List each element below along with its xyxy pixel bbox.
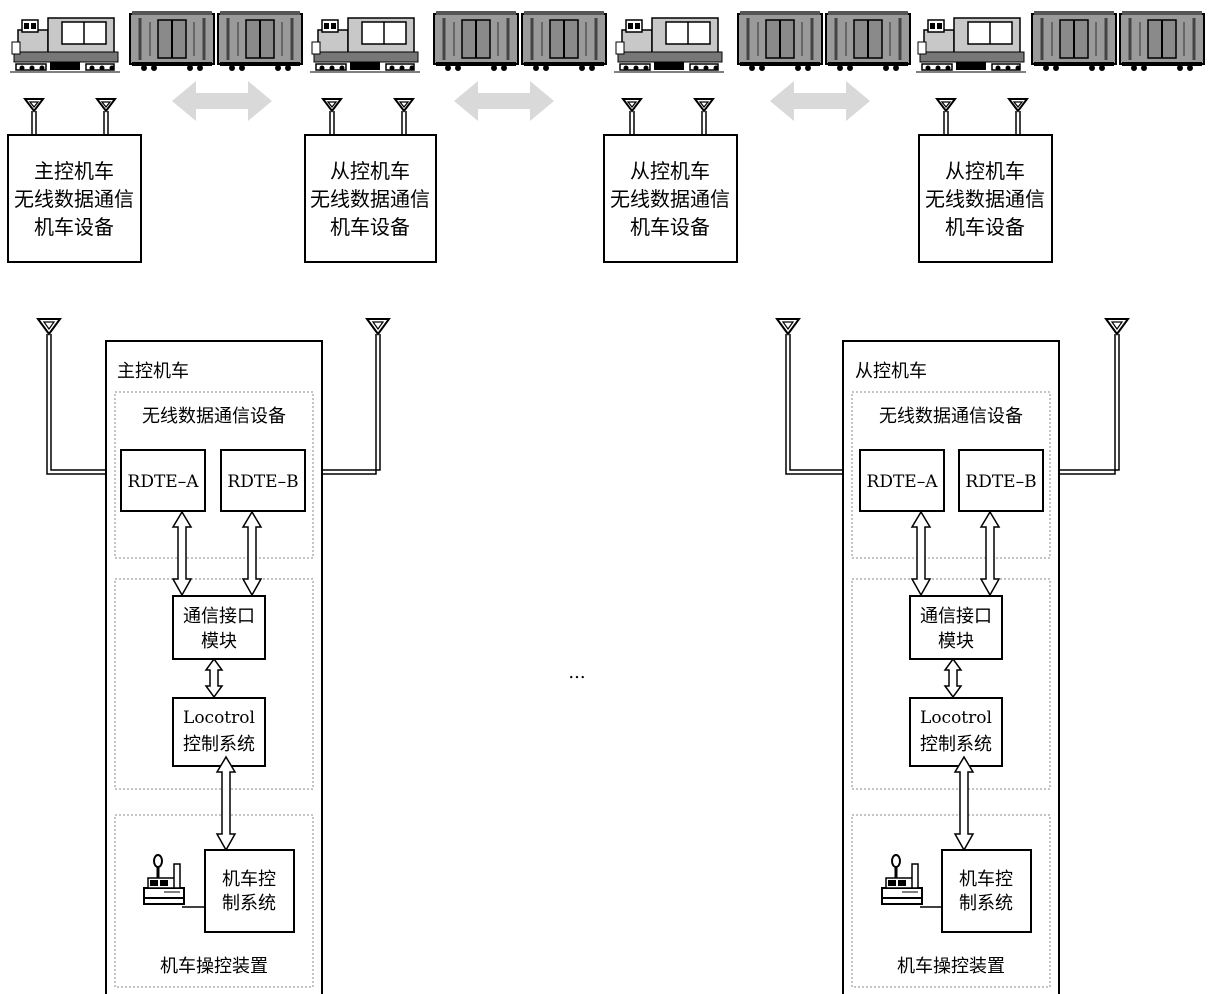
locomotive-icon [915, 17, 1027, 73]
detail-panel-slave: 从控机车 无线数据通信设备 RDTE–A RDTE–B 通信接口 模块 Loco… [776, 318, 1129, 994]
antenna-icon [936, 98, 956, 136]
antenna-icon [776, 318, 800, 335]
comm-module-line: 模块 [938, 631, 974, 652]
rdte-b-label: RDTE–B [965, 472, 1036, 492]
top-unit-3: 从控机车 无线数据通信 机车设备 [603, 98, 738, 263]
ellipsis: ... [568, 662, 585, 683]
unit-line: 从控机车 [630, 159, 710, 183]
wireless-link-arrow-icon [454, 81, 554, 121]
unit-line: 从控机车 [945, 159, 1025, 183]
unit-line: 无线数据通信 [310, 187, 430, 211]
rdte-a-label: RDTE–A [128, 472, 200, 492]
locotrol-line: Locotrol [920, 708, 992, 728]
double-arrow-icon [204, 657, 224, 699]
unit-line: 机车设备 [330, 215, 410, 239]
antenna-icon [1105, 318, 1129, 335]
wireless-link-arrow-icon [172, 81, 272, 121]
unit-line: 无线数据通信 [925, 187, 1045, 211]
freight-wagon-icon [432, 9, 520, 73]
double-arrow-icon [953, 755, 975, 852]
locotrol-line: Locotrol [183, 708, 255, 728]
unit-line: 机车设备 [34, 215, 114, 239]
operation-device-label: 机车操控装置 [897, 956, 1005, 977]
locomotive-icon [309, 17, 421, 73]
unit-line: 机车设备 [945, 215, 1025, 239]
loco-control-line: 机车控 [222, 869, 276, 890]
wireless-group-label: 无线数据通信设备 [879, 406, 1023, 427]
train-section [9, 9, 1206, 73]
comm-module-line: 模块 [201, 631, 237, 652]
antenna-icon [694, 98, 714, 136]
double-arrow-icon [943, 657, 963, 699]
antenna-icon [37, 318, 61, 335]
unit-line: 机车设备 [630, 215, 710, 239]
freight-wagon-icon [1030, 9, 1118, 73]
control-lever-icon [880, 853, 924, 906]
operation-device-label: 机车操控装置 [160, 956, 268, 977]
antenna-icon [96, 98, 116, 136]
detail-panel-master: 主控机车 无线数据通信设备 RDTE–A RDTE–B 通信接口 模块 Loco… [37, 318, 390, 994]
freight-wagon-icon [520, 9, 608, 73]
unit-line: 从控机车 [330, 159, 410, 183]
wireless-group-label: 无线数据通信设备 [142, 406, 286, 427]
loco-control-line: 机车控 [959, 869, 1013, 890]
rdte-b-label: RDTE–B [227, 472, 298, 492]
double-arrow-icon [910, 510, 932, 597]
freight-wagon-icon [736, 9, 824, 73]
antenna-icon [1008, 98, 1028, 136]
loco-control-line: 制系统 [222, 893, 276, 914]
locotrol-line: 控制系统 [183, 734, 255, 755]
freight-wagon-icon [216, 9, 304, 73]
locomotive-icon [9, 17, 121, 73]
top-unit-1: 主控机车 无线数据通信 机车设备 [7, 98, 142, 263]
antenna-icon [394, 98, 414, 136]
antenna-icon [366, 318, 390, 335]
double-arrow-icon [171, 510, 193, 597]
control-lever-icon [142, 853, 186, 906]
wireless-link-arrow-icon [770, 81, 870, 121]
loco-control-line: 制系统 [959, 893, 1013, 914]
panel-title: 从控机车 [855, 361, 927, 382]
freight-wagon-icon [128, 9, 216, 73]
wireless-links [172, 81, 870, 121]
panel-title: 主控机车 [117, 361, 189, 382]
double-arrow-icon [241, 510, 263, 597]
locomotive-icon [613, 17, 725, 73]
antenna-icon [24, 98, 44, 136]
comm-module-line: 通信接口 [920, 606, 992, 627]
rdte-a-label: RDTE–A [867, 472, 939, 492]
antenna-icon [322, 98, 342, 136]
freight-wagon-icon [1118, 9, 1206, 73]
unit-line: 无线数据通信 [14, 187, 134, 211]
locotrol-line: 控制系统 [920, 734, 992, 755]
freight-wagon-icon [824, 9, 912, 73]
antenna-icon [622, 98, 642, 136]
top-unit-4: 从控机车 无线数据通信 机车设备 [918, 98, 1053, 263]
comm-module-line: 通信接口 [183, 606, 255, 627]
top-unit-2: 从控机车 无线数据通信 机车设备 [304, 98, 437, 263]
unit-line: 无线数据通信 [610, 187, 730, 211]
double-arrow-icon [979, 510, 1001, 597]
unit-line: 主控机车 [34, 159, 114, 183]
double-arrow-icon [215, 755, 237, 852]
